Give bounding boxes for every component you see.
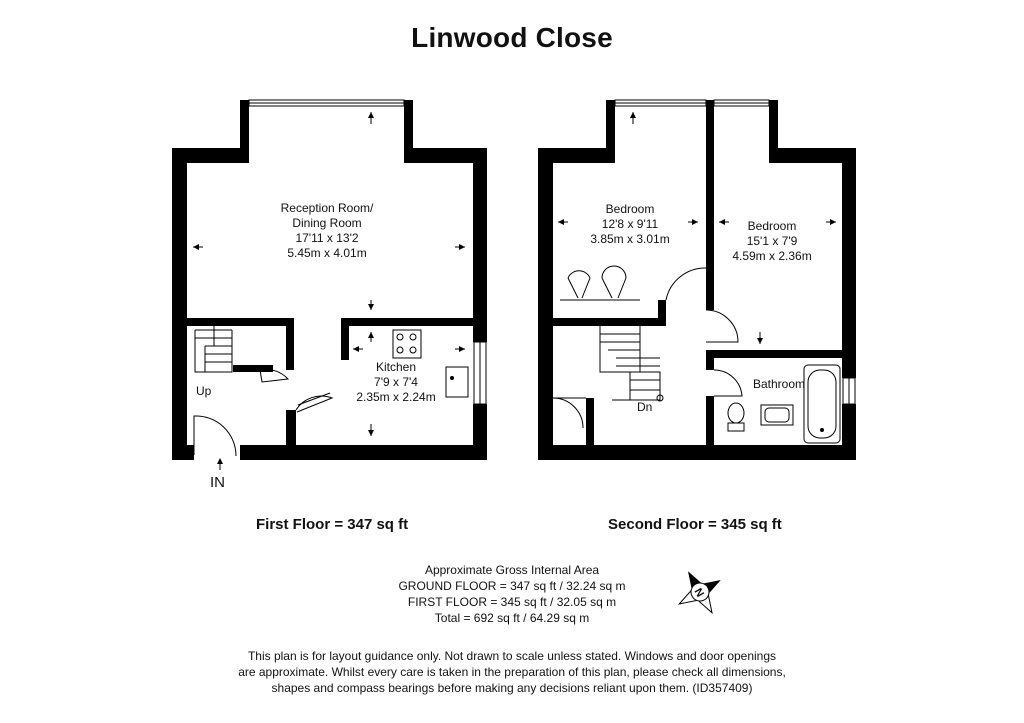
ff-bay-side-window-l (241, 117, 249, 149)
kitchen-sink (445, 366, 469, 398)
sf-wall-left (538, 148, 553, 460)
sf-int-wall-2 (706, 350, 842, 358)
ff-int-wall-5 (286, 410, 296, 445)
sf-int-wall-5 (586, 398, 594, 445)
bathtub (803, 364, 841, 444)
ff-int-wall-2 (341, 318, 473, 326)
second-floor-details (552, 99, 856, 444)
reception-room-label: Reception Room/ Dining Room 17'11 x 13'2… (249, 201, 405, 261)
sf-int-wall-4 (706, 396, 714, 445)
entrance-door-swing (193, 415, 237, 457)
disclaimer: This plan is for layout guidance only. N… (0, 648, 1024, 696)
bedroom1-label: Bedroom 12'8 x 9'11 3.85m x 3.01m (580, 202, 680, 247)
sf-stairs (599, 326, 664, 402)
ff-int-wall-1 (187, 318, 292, 326)
stairs-up-label: Up (196, 384, 212, 398)
sf-int-wall-3 (706, 350, 714, 370)
ff-int-wall-3 (341, 318, 349, 360)
ff-wall-top-left (172, 148, 244, 163)
basin (760, 404, 794, 426)
ff-wall-right (473, 148, 487, 342)
bedroom2-metric: 4.59m x 2.36m (732, 249, 812, 263)
bedroom2-imperial: 15'1 x 7'9 (746, 234, 798, 248)
ff-bay-side-window-r (404, 117, 412, 149)
second-floor-plan (538, 100, 856, 460)
kitchen-metric: 2.35m x 2.24m (356, 390, 436, 404)
disclaimer-line-2: are approximate. Whilst every care is ta… (238, 665, 786, 679)
area-ground: GROUND FLOOR = 347 sq ft / 32.24 sq m (398, 579, 626, 593)
reception-imperial: 17'11 x 13'2 (295, 231, 359, 245)
toilet (727, 402, 745, 424)
kitchen-imperial: 7'9 x 7'4 (374, 375, 418, 389)
ff-wall-bottom (240, 445, 487, 460)
sf-wall-top-left (538, 148, 612, 163)
area-first: FIRST FLOOR = 345 sq ft / 32.05 sq m (407, 595, 617, 609)
bedroom1-metric: 3.85m x 3.01m (590, 232, 670, 246)
stairs-down-label: Dn (637, 400, 653, 414)
ff-wall-bottom-left (172, 445, 194, 460)
first-floor-details (193, 99, 487, 470)
sf-wall-bottom (538, 445, 856, 460)
reception-name-2: Dining Room (292, 216, 362, 230)
area-total: Total = 692 sq ft / 64.29 sq m (434, 611, 590, 625)
sf-int-wall-1 (553, 318, 663, 326)
bedroom2-label: Bedroom 15'1 x 7'9 4.59m x 2.36m (726, 219, 818, 264)
bedroom1-name: Bedroom (605, 202, 655, 216)
disclaimer-line-1: This plan is for layout guidance only. N… (247, 649, 777, 663)
bedroom1-imperial: 12'8 x 9'11 (601, 217, 659, 231)
ff-wall-left (172, 148, 187, 460)
ff-int-wall-4 (286, 318, 294, 370)
sf-bay-right (769, 100, 778, 163)
disclaimer-line-3: shapes and compass bearings before makin… (271, 681, 753, 695)
ff-stairs (194, 326, 233, 373)
area-heading: Approximate Gross Internal Area (424, 563, 600, 577)
ff-wall-top-right (412, 148, 487, 163)
page-title: Linwood Close (411, 22, 613, 53)
ff-bay-left (240, 100, 249, 163)
wardrobe (560, 265, 640, 301)
sf-wall-right (842, 148, 856, 378)
ff-bay-right (404, 100, 413, 163)
sf-divider-wall (706, 100, 714, 310)
reception-name: Reception Room/ (280, 201, 374, 215)
area-summary: Approximate Gross Internal Area GROUND F… (362, 562, 662, 626)
entrance-label: IN (210, 474, 225, 491)
ff-int-wall-6 (233, 365, 273, 372)
kitchen-name: Kitchen (375, 360, 417, 374)
bedroom2-name: Bedroom (747, 219, 797, 233)
reception-metric: 5.45m x 4.01m (287, 246, 367, 260)
sf-int-wall-6 (658, 300, 666, 326)
bathroom-label: Bathroom (752, 377, 806, 391)
kitchen-hob (392, 329, 422, 359)
second-floor-total: Second Floor = 345 sq ft (608, 516, 782, 533)
kitchen-label: Kitchen 7'9 x 7'4 2.35m x 2.24m (350, 360, 442, 405)
compass-icon (677, 571, 721, 615)
first-floor-plan (172, 100, 487, 460)
first-floor-total: First Floor = 347 sq ft (256, 516, 409, 533)
sf-wall-top-right (771, 148, 856, 163)
sf-bay-left (606, 100, 615, 163)
